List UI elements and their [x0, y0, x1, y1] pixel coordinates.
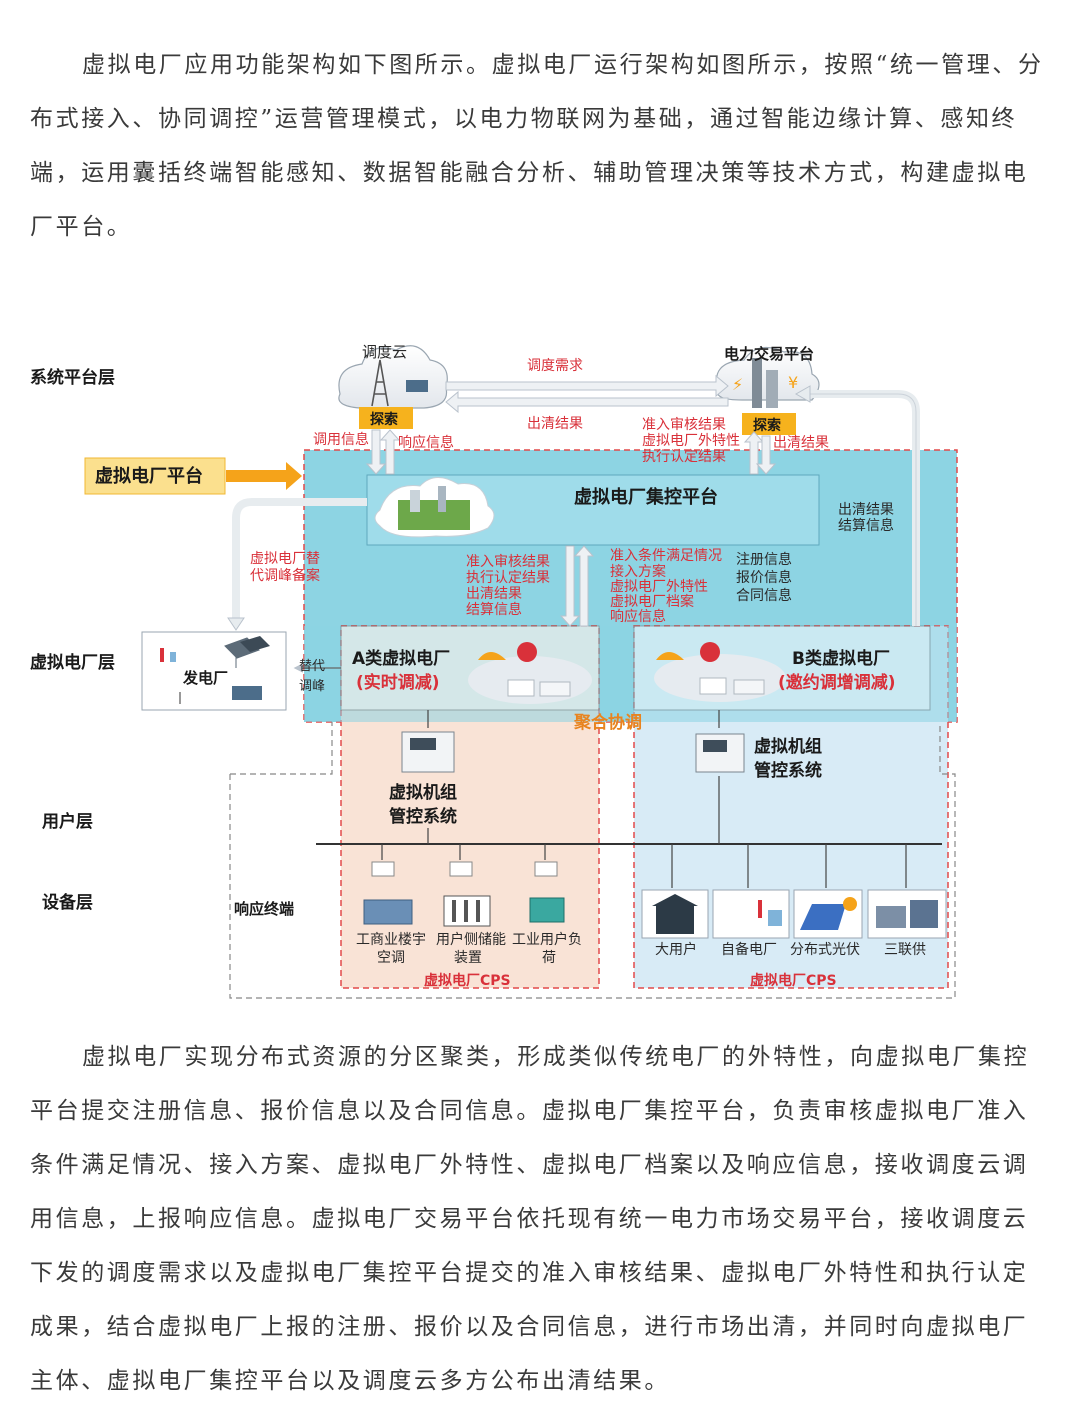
vpp-platform-label: 虚拟电厂平台 — [95, 465, 203, 487]
svg-text:⚡: ⚡ — [732, 375, 743, 394]
arrow-clearing-result — [445, 390, 729, 414]
unit-system-b-icon — [695, 733, 745, 773]
arrow-response-info — [379, 429, 401, 475]
closing-paragraph: 虚拟电厂实现分布式资源的分区聚类，形成类似传统电厂的外特性，向虚拟电厂集控平台提… — [30, 1044, 1030, 1394]
device-b-4: 三联供 — [884, 942, 926, 958]
power-plant-label: 发电厂 — [182, 669, 228, 687]
device-b-1: 大用户 — [655, 941, 697, 958]
device-a-1-l1: 工商业楼宇 — [356, 932, 426, 948]
device-b-solar-icon — [793, 889, 863, 939]
device-a-industrial-icon — [529, 861, 565, 923]
layer-system: 系统平台层 — [30, 367, 115, 388]
unit-sys-a-1: 虚拟机组 — [389, 782, 457, 803]
clearing-result-right-label: 出清结果 — [773, 435, 829, 451]
device-a-2-l1: 用户侧储能 — [436, 931, 506, 948]
device-b-3: 分布式光伏 — [790, 942, 860, 958]
reg-label-2: 报价信息 — [736, 569, 792, 586]
vpp-platform-arrow — [226, 462, 302, 490]
vpp-a-image — [468, 642, 592, 704]
device-a-hvac-icon — [363, 861, 413, 925]
device-b-cchp-icon — [867, 889, 947, 939]
explore-badge-right — [742, 413, 796, 435]
device-a-3-l1: 工业用户负 — [512, 931, 582, 948]
up-label-3: 虚拟电厂外特性 — [610, 579, 708, 595]
dispatch-demand-label: 调度需求 — [527, 358, 583, 374]
unit-sys-b-1: 虚拟机组 — [754, 736, 822, 757]
arrow-call-info — [365, 429, 387, 475]
dispatch-cloud-icon — [338, 345, 448, 409]
reg-label-1: 注册信息 — [736, 551, 792, 568]
aggregate-label: 聚合协调 — [573, 712, 642, 733]
call-info-label: 调用信息 — [313, 431, 369, 448]
vpp-b-title: B类虚拟电厂 — [792, 648, 890, 669]
down-label-2: 执行认定结果 — [466, 570, 550, 586]
central-platform-image — [374, 477, 495, 538]
vpp-platform-box — [84, 457, 226, 495]
central-platform-title: 虚拟电厂集控平台 — [574, 486, 718, 508]
intro-paragraph: 虚拟电厂应用功能架构如下图所示。虚拟电厂运行架构如图所示，按照“统一管理、分布式… — [30, 52, 1044, 240]
explore-badge-left — [359, 407, 413, 429]
vpp-a-subtitle: (实时调减) — [356, 672, 440, 693]
arrow-platform-up — [573, 545, 595, 627]
response-info-label: 响应信息 — [398, 434, 454, 451]
left-loop-arrow — [232, 498, 367, 620]
down-label-1: 准入审核结果 — [466, 554, 550, 570]
response-terminal-label: 响应终端 — [234, 900, 294, 918]
arrow-dispatch-demand — [445, 374, 729, 398]
cps-b-label: 虚拟电厂CPS — [750, 972, 837, 989]
vpp-a-title: A类虚拟电厂 — [352, 648, 450, 669]
layer-user: 用户层 — [42, 811, 93, 832]
unit-system-a-icon — [401, 731, 455, 773]
vpp-b-image — [654, 642, 786, 702]
replace-peak-2: 调峰 — [299, 679, 325, 694]
device-a-3-l2: 荷 — [542, 950, 556, 966]
layer-device: 设备层 — [42, 892, 93, 913]
device-a-1-l2: 空调 — [377, 950, 405, 966]
device-a-2-l2: 装置 — [454, 950, 482, 966]
svg-text:¥: ¥ — [788, 373, 798, 392]
trade-label-3: 执行认定结果 — [642, 449, 726, 465]
arrow-trade-down — [755, 435, 777, 475]
unit-sys-b-2: 管控系统 — [754, 760, 822, 781]
left-backup-2: 代调峰备案 — [250, 567, 320, 584]
unit-sys-a-2: 管控系统 — [389, 806, 457, 827]
explore-right-label: 探索 — [753, 417, 781, 434]
dispatch-cloud-label: 调度云 — [362, 343, 407, 361]
vpp-architecture-diagram: 虚拟电厂集控平台 A类虚拟电厂 (实时调减) B类虚拟电厂 (邀约调增调减) 聚… — [30, 343, 958, 999]
cps-a-label: 虚拟电厂CPS — [424, 972, 511, 989]
device-b-2: 自备电厂 — [721, 941, 777, 958]
explore-left-label: 探索 — [370, 411, 398, 428]
trade-platform-label: 电力交易平台 — [724, 345, 814, 363]
arrow-platform-down — [559, 545, 581, 627]
down-label-4: 结算信息 — [466, 601, 522, 618]
layer-vpp: 虚拟电厂层 — [30, 652, 115, 673]
device-boundary — [229, 722, 956, 999]
right-info-2: 结算信息 — [838, 517, 894, 534]
left-backup-1: 虚拟电厂替 — [250, 551, 320, 567]
right-info-1: 出清结果 — [838, 502, 894, 518]
clearing-result-mid-label: 出清结果 — [527, 416, 583, 432]
vpp-b-subtitle: (邀约调增调减) — [778, 672, 896, 693]
device-b-large-user-icon — [641, 889, 709, 939]
up-label-5: 响应信息 — [610, 608, 666, 625]
device-a-storage-icon — [443, 861, 491, 927]
replace-peak-1: 替代 — [299, 659, 325, 674]
device-b-captive-plant-icon — [712, 889, 790, 939]
down-label-3: 出清结果 — [466, 586, 522, 602]
trade-label-1: 准入审核结果 — [642, 417, 726, 433]
up-label-2: 接入方案 — [610, 563, 666, 580]
trade-label-2: 虚拟电厂外特性 — [642, 433, 740, 449]
arrow-trade-up — [743, 431, 765, 475]
power-plant-image — [160, 636, 270, 704]
up-label-1: 准入条件满足情况 — [610, 547, 722, 564]
trade-platform-icon: ⚡ ¥ — [716, 346, 820, 408]
reg-label-3: 合同信息 — [736, 587, 792, 604]
up-label-4: 虚拟电厂档案 — [610, 593, 694, 610]
